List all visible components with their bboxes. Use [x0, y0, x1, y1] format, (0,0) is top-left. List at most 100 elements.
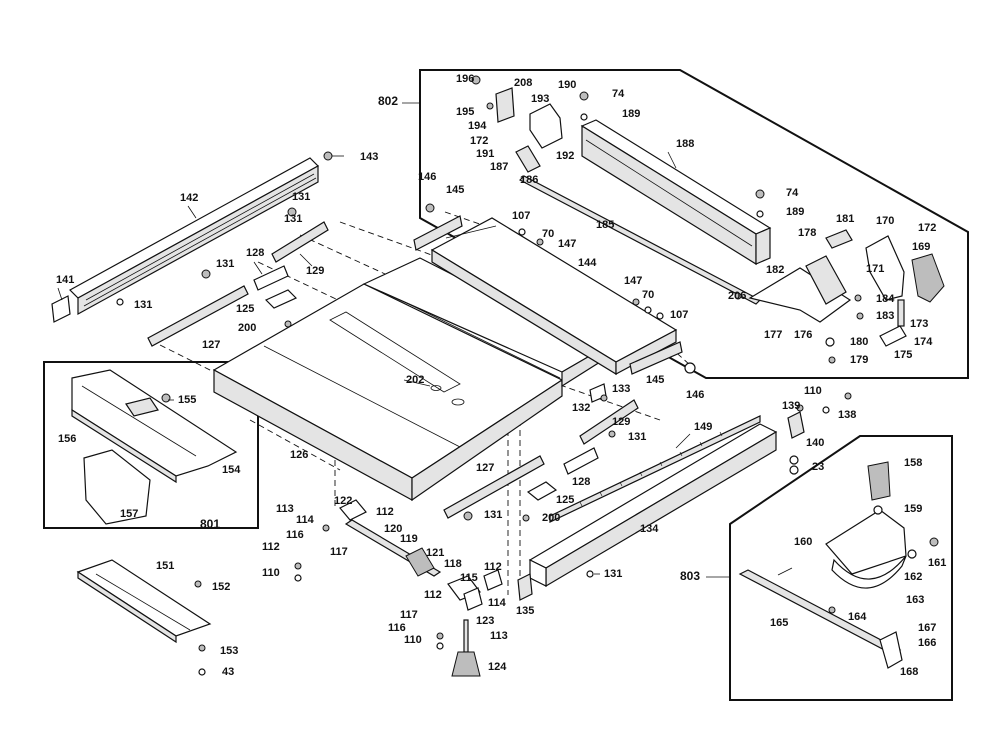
hardware	[116, 75, 939, 676]
part-label-179: 179	[850, 354, 868, 366]
part-label-23: 23	[812, 461, 824, 473]
part-label-128: 128	[246, 247, 264, 259]
leader-lines	[57, 151, 793, 576]
part-label-43: 43	[222, 666, 234, 678]
frame-801	[43, 361, 259, 529]
part-label-186: 186	[520, 174, 538, 186]
part-label-131: 131	[284, 213, 302, 225]
part-label-174: 174	[914, 336, 933, 348]
part-label-803: 803	[680, 569, 700, 583]
part-label-74: 74	[786, 187, 799, 199]
part-label-169: 169	[912, 241, 930, 253]
part-label-70: 70	[642, 289, 654, 301]
part-label-132: 132	[572, 402, 590, 414]
part-label-124: 124	[488, 661, 507, 673]
part-label-121: 121	[426, 547, 444, 559]
block-122	[339, 499, 367, 521]
part-label-192: 192	[556, 150, 574, 162]
part-label-193: 193	[531, 93, 549, 105]
part-label-131: 131	[216, 258, 234, 270]
part-label-138: 138	[838, 409, 856, 421]
part-label-119: 119	[400, 533, 418, 545]
part-label-163: 163	[906, 594, 924, 606]
part-label-173: 173	[910, 318, 928, 330]
plate-125-left	[264, 289, 298, 309]
part-label-189: 189	[622, 108, 640, 120]
extension-151	[76, 559, 212, 644]
part-label-178: 178	[798, 227, 816, 239]
part-label-153: 153	[220, 645, 238, 657]
part-label-143: 143	[360, 151, 378, 163]
part-label-146: 146	[418, 171, 436, 183]
part-label-151: 151	[156, 560, 174, 572]
bracket-127-right	[443, 455, 545, 519]
part-label-145: 145	[446, 184, 464, 196]
bracket-129-right	[579, 399, 639, 445]
table-top-126	[212, 257, 602, 502]
part-label-120: 120	[384, 523, 402, 535]
part-label-156: 156	[58, 433, 76, 445]
part-label-110: 110	[804, 385, 822, 397]
part-label-177: 177	[764, 329, 782, 341]
part-label-133: 133	[612, 383, 630, 395]
part-label-125: 125	[556, 494, 574, 506]
frame-803	[729, 435, 953, 701]
part-label-184: 184	[876, 293, 895, 305]
block-112	[483, 569, 503, 591]
part-174	[879, 325, 907, 347]
part-label-202: 202	[406, 374, 424, 386]
part-label-110: 110	[262, 567, 280, 579]
part-label-802: 802	[378, 94, 398, 108]
part-label-114: 114	[296, 514, 315, 526]
part-label-172: 172	[918, 222, 936, 234]
part-label-145: 145	[646, 374, 664, 386]
part-label-168: 168	[900, 666, 918, 678]
part-label-191: 191	[476, 148, 494, 160]
screw-124	[463, 619, 469, 653]
lock-190	[529, 103, 563, 149]
part-label-127: 127	[202, 339, 220, 351]
part-label-196: 196	[456, 73, 474, 85]
part-label-110: 110	[404, 634, 422, 646]
part-label-175: 175	[894, 349, 912, 361]
plate-128-right	[563, 447, 599, 475]
part-label-189: 189	[786, 206, 804, 218]
part-label-113: 113	[276, 503, 294, 515]
part-label-131: 131	[134, 299, 152, 311]
part-label-131: 131	[292, 191, 310, 203]
part-label-181: 181	[836, 213, 854, 225]
plate-181	[825, 229, 853, 249]
part-label-114: 114	[488, 597, 507, 609]
miter-gauge-803	[738, 461, 907, 669]
rip-fence-188	[580, 119, 772, 266]
part-label-141: 141	[56, 274, 74, 286]
part-label-139: 139	[782, 400, 800, 412]
part-label-74: 74	[612, 88, 625, 100]
part-label-112: 112	[484, 561, 502, 573]
plate-125-right	[526, 481, 558, 501]
part-label-170: 170	[876, 215, 894, 227]
pin-173	[897, 299, 905, 327]
part-label-155: 155	[178, 394, 196, 406]
frame-802	[419, 69, 969, 379]
part-label-180: 180	[850, 336, 868, 348]
part-label-185: 185	[596, 219, 614, 231]
part-label-188: 188	[676, 138, 694, 150]
part-label-107: 107	[512, 210, 530, 222]
part-label-144: 144	[578, 257, 597, 269]
part-label-118: 118	[444, 558, 462, 570]
part-label-128: 128	[572, 476, 590, 488]
handle-170	[865, 235, 905, 301]
part-label-176: 176	[794, 329, 812, 341]
part-label-200: 200	[238, 322, 256, 334]
plate-145-top	[413, 215, 463, 251]
part-label-147: 147	[624, 275, 642, 287]
part-label-190: 190	[558, 79, 576, 91]
part-label-116: 116	[286, 529, 304, 541]
part-label-116: 116	[388, 622, 406, 634]
part-label-107: 107	[670, 309, 688, 321]
clamp-178	[748, 267, 852, 323]
part-label-112: 112	[262, 541, 280, 553]
rail-142	[51, 157, 319, 323]
